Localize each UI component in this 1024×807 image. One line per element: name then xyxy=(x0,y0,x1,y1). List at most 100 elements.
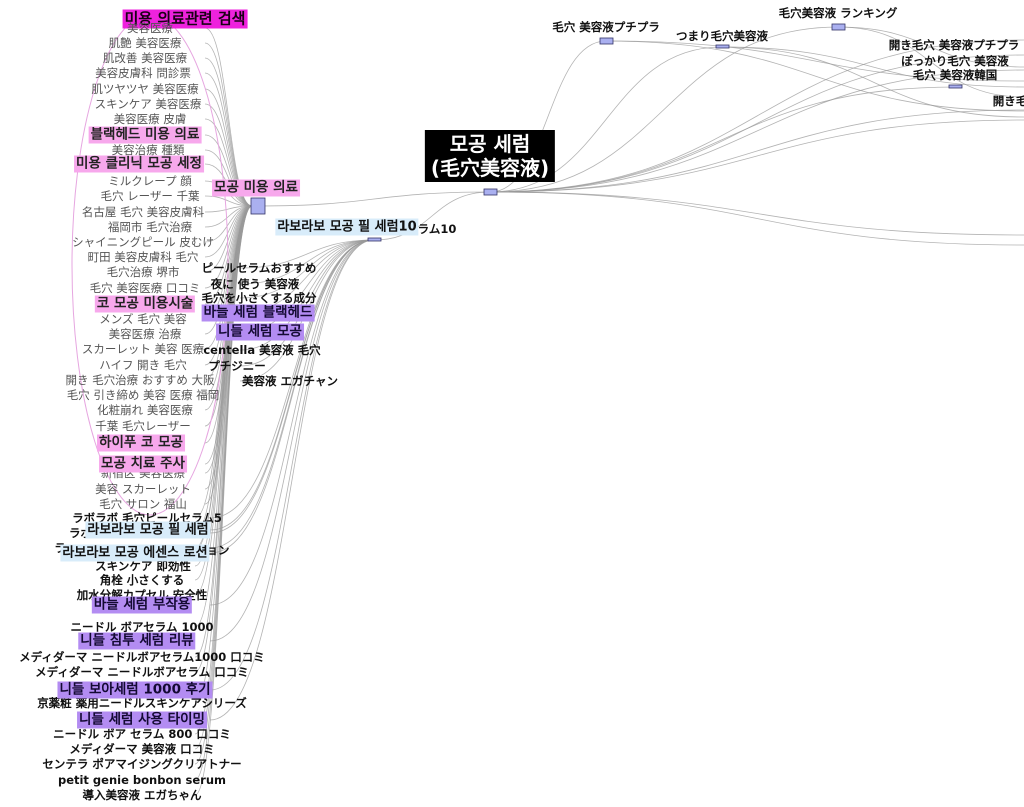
medical-keyword[interactable]: 肌ツヤツヤ 美容医療 xyxy=(91,82,199,96)
medical-keyword[interactable]: 美容治療 種類 xyxy=(111,143,185,157)
purple-tag[interactable]: 니들 침투 세럼 리뷰 xyxy=(78,632,196,650)
lower-keyword[interactable]: センテラ ポアマイジングクリアトナー xyxy=(42,757,242,771)
ellipse-title-tag[interactable]: 미용 의료관련 검색 xyxy=(122,9,248,29)
lower-keyword[interactable]: スキンケア 即効性 xyxy=(95,559,191,573)
medical-keyword[interactable]: 化粧崩れ 美容医療 xyxy=(97,403,193,417)
pink-tag[interactable]: 코 모공 미용시술 xyxy=(94,295,196,313)
hub-medical-node[interactable] xyxy=(250,197,266,215)
medical-keyword[interactable]: 美容皮膚科 問診票 xyxy=(95,66,191,80)
lower-keyword[interactable]: メディダーマ ニードルボアセラム1000 口コミ xyxy=(19,650,265,664)
edge-top-right xyxy=(837,26,1024,98)
blue-tag[interactable]: 라보라보 모공 에센스 로션 xyxy=(60,544,210,562)
top-node[interactable] xyxy=(599,37,614,45)
top-node-label[interactable]: つまり毛穴美容液 xyxy=(676,29,768,43)
purple-tag[interactable]: 니들 보아세럼 1000 후기 xyxy=(57,681,213,699)
medical-keyword[interactable]: 美容 スカーレット xyxy=(95,482,191,496)
top-node[interactable] xyxy=(948,84,963,89)
lower-keyword[interactable]: ニードル ボア セラム 800 口コミ xyxy=(53,727,231,741)
edge-peel-item xyxy=(239,239,375,367)
edge-center-top xyxy=(489,54,1024,193)
purple-tag[interactable]: 니들 세럼 모공 xyxy=(216,323,304,341)
top-node-label[interactable]: 開き毛 xyxy=(992,94,1024,108)
medical-keyword[interactable]: ミルクレープ 顔 xyxy=(108,174,192,188)
middle-keyword[interactable]: ピールセラムおすすめ xyxy=(201,261,317,275)
center-node-label[interactable]: 모공 세럼 (毛穴美容液) xyxy=(424,130,556,182)
medical-keyword[interactable]: 千葉 毛穴レーザー xyxy=(95,419,191,433)
pink-tag[interactable]: 미용 클리닉 모공 세정 xyxy=(74,155,204,173)
medical-keyword[interactable]: 福岡市 毛穴治療 xyxy=(107,220,193,234)
medical-keyword[interactable]: 肌改善 美容医療 xyxy=(102,51,188,65)
medical-keyword[interactable]: スキンケア 美容医療 xyxy=(94,97,202,111)
medical-keyword[interactable]: シャイニングピール 皮むけ xyxy=(72,235,214,249)
pink-tag[interactable]: 블랙헤드 미용 의료 xyxy=(88,126,202,144)
top-node-label[interactable]: 毛穴 美容液プチプラ xyxy=(552,20,660,34)
lower-keyword[interactable]: 導入美容液 エガちゃん xyxy=(82,788,202,802)
edge-medical-item xyxy=(204,134,253,207)
middle-keyword[interactable]: centella 美容液 毛穴 xyxy=(203,343,321,357)
medical-keyword[interactable]: 肌艶 美容医療 xyxy=(108,36,182,50)
edge-center-top xyxy=(489,26,839,193)
medical-keyword[interactable]: ハイフ 開き 毛穴 xyxy=(99,358,187,372)
top-node[interactable] xyxy=(831,23,846,31)
medical-keyword[interactable]: メンズ 毛穴 美容 xyxy=(99,312,187,326)
purple-tag[interactable]: 바늘 세럼 부작용 xyxy=(91,596,193,614)
edge-peel-lower xyxy=(209,239,375,519)
top-node-label[interactable]: 毛穴美容液 ランキング xyxy=(778,6,898,20)
edge-top-right xyxy=(837,26,1024,68)
medical-keyword[interactable]: 毛穴治療 堺市 xyxy=(106,265,180,279)
edge-medical-lower xyxy=(194,205,253,628)
medical-keyword[interactable]: 毛穴 引き締め 美容 医療 福岡 xyxy=(66,388,220,402)
medical-keyword[interactable]: 美容医療 皮膚 xyxy=(113,112,187,126)
edge-medical-lower xyxy=(194,205,253,796)
middle-keyword[interactable]: 夜に 使う 美容液 xyxy=(210,277,300,291)
edge-medical-item xyxy=(204,205,253,243)
edge-medical-item xyxy=(204,118,253,207)
pink-tag[interactable]: 모공 치료 주사 xyxy=(99,455,187,473)
lower-keyword[interactable]: ニードル ボアセラム 1000 xyxy=(70,620,214,634)
medical-keyword[interactable]: 開き 毛穴治療 おすすめ 大阪 xyxy=(65,373,215,387)
lower-keyword[interactable]: メディダーマ ニードルボアセラム 口コミ xyxy=(35,665,249,679)
medical-keyword[interactable]: 毛穴 美容医療 口コミ xyxy=(89,281,201,295)
lower-keyword[interactable]: メディダーマ 美容液 口コミ xyxy=(69,742,215,756)
edge-medical-item xyxy=(204,205,253,305)
medical-keyword[interactable]: 毛穴 レーザー 千葉 xyxy=(100,189,200,203)
medical-keyword[interactable]: 名古屋 毛穴 美容皮膚科 xyxy=(81,205,205,219)
edge-top-right xyxy=(721,46,1024,88)
edge-hub-medical xyxy=(257,191,491,207)
center-node[interactable] xyxy=(483,188,498,196)
lower-keyword[interactable]: ョン xyxy=(206,543,230,557)
medical-keyword[interactable]: スカーレット 美容 医療 xyxy=(81,342,205,356)
pink-tag[interactable]: 하이푸 코 모공 xyxy=(97,434,185,452)
hub-peel-serum-label[interactable]: 라보라보 모공 필 세럼10 xyxy=(275,218,419,236)
hub-peel-node[interactable] xyxy=(367,237,382,242)
node-layer xyxy=(250,23,963,242)
lower-keyword[interactable]: 角栓 小さくする xyxy=(99,573,185,587)
center-label-line2: (毛穴美容液) xyxy=(430,156,550,180)
medical-keyword[interactable]: 町田 美容皮膚科 毛穴 xyxy=(87,250,199,264)
top-node-label[interactable]: 毛穴 美容液韓国 xyxy=(912,68,998,82)
edge-center-top xyxy=(489,39,1024,193)
edge-top-right xyxy=(605,40,1024,82)
edge-peel-item xyxy=(239,239,375,351)
lower-keyword[interactable]: petit genie bonbon serum xyxy=(57,773,227,787)
top-node-label[interactable]: ぽっかり毛穴 美容液 xyxy=(901,54,1009,68)
lower-keyword[interactable]: ラ xyxy=(52,541,68,555)
edge-medical-item xyxy=(204,195,253,207)
middle-keyword[interactable]: 毛穴を小さくする成分 xyxy=(201,291,317,305)
edge-center-top xyxy=(489,40,607,193)
middle-keyword[interactable]: プチジニー xyxy=(208,359,266,373)
purple-tag[interactable]: 바늘 세럼 블랙헤드 xyxy=(201,304,315,322)
lower-keyword[interactable]: 京薬粧 薬用ニードルスキンケアシリーズ xyxy=(37,696,247,710)
top-node-label[interactable]: 開き毛穴 美容液プチプラ xyxy=(888,38,1020,52)
middle-keyword[interactable]: 美容液 エガチャン xyxy=(242,374,338,388)
medical-keyword[interactable]: 美容医療 治療 xyxy=(108,327,182,341)
hub-medical-label[interactable]: 모공 미용 의료 xyxy=(212,179,300,197)
purple-tag[interactable]: 니들 세럼 사용 타이밍 xyxy=(77,711,207,729)
medical-keyword[interactable]: 毛穴 サロン 福山 xyxy=(99,497,187,511)
blue-tag[interactable]: 라보라보 모공 필 세럼 xyxy=(85,521,211,539)
medical-keyword[interactable]: 美容医療 xyxy=(127,21,173,35)
edge-medical-item xyxy=(204,42,253,207)
edge-medical-lower xyxy=(194,205,253,596)
top-node[interactable] xyxy=(715,44,730,49)
